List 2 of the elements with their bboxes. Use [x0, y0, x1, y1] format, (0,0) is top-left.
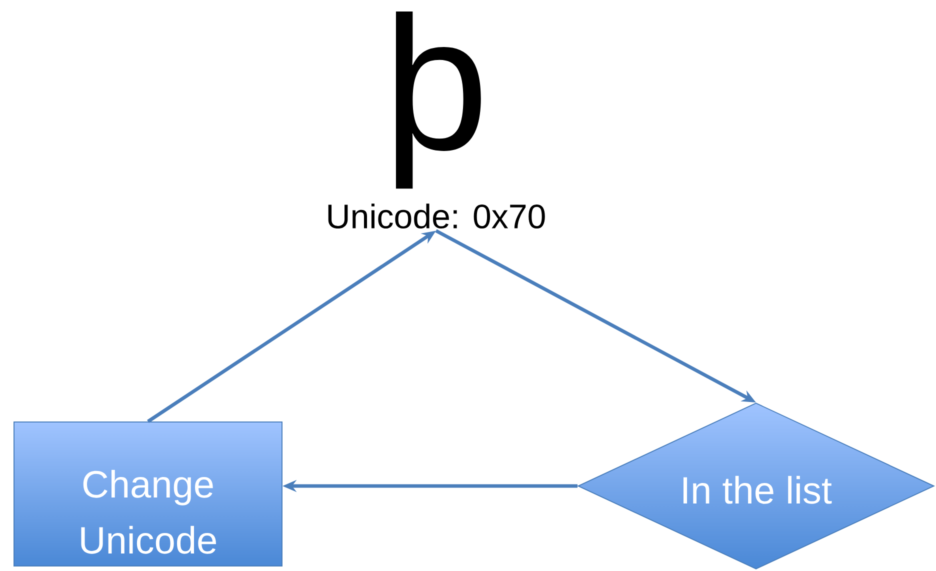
- character-label: þ Unicode: 0x70: [328, 11, 545, 229]
- process-box: Change Unicode: [14, 422, 282, 566]
